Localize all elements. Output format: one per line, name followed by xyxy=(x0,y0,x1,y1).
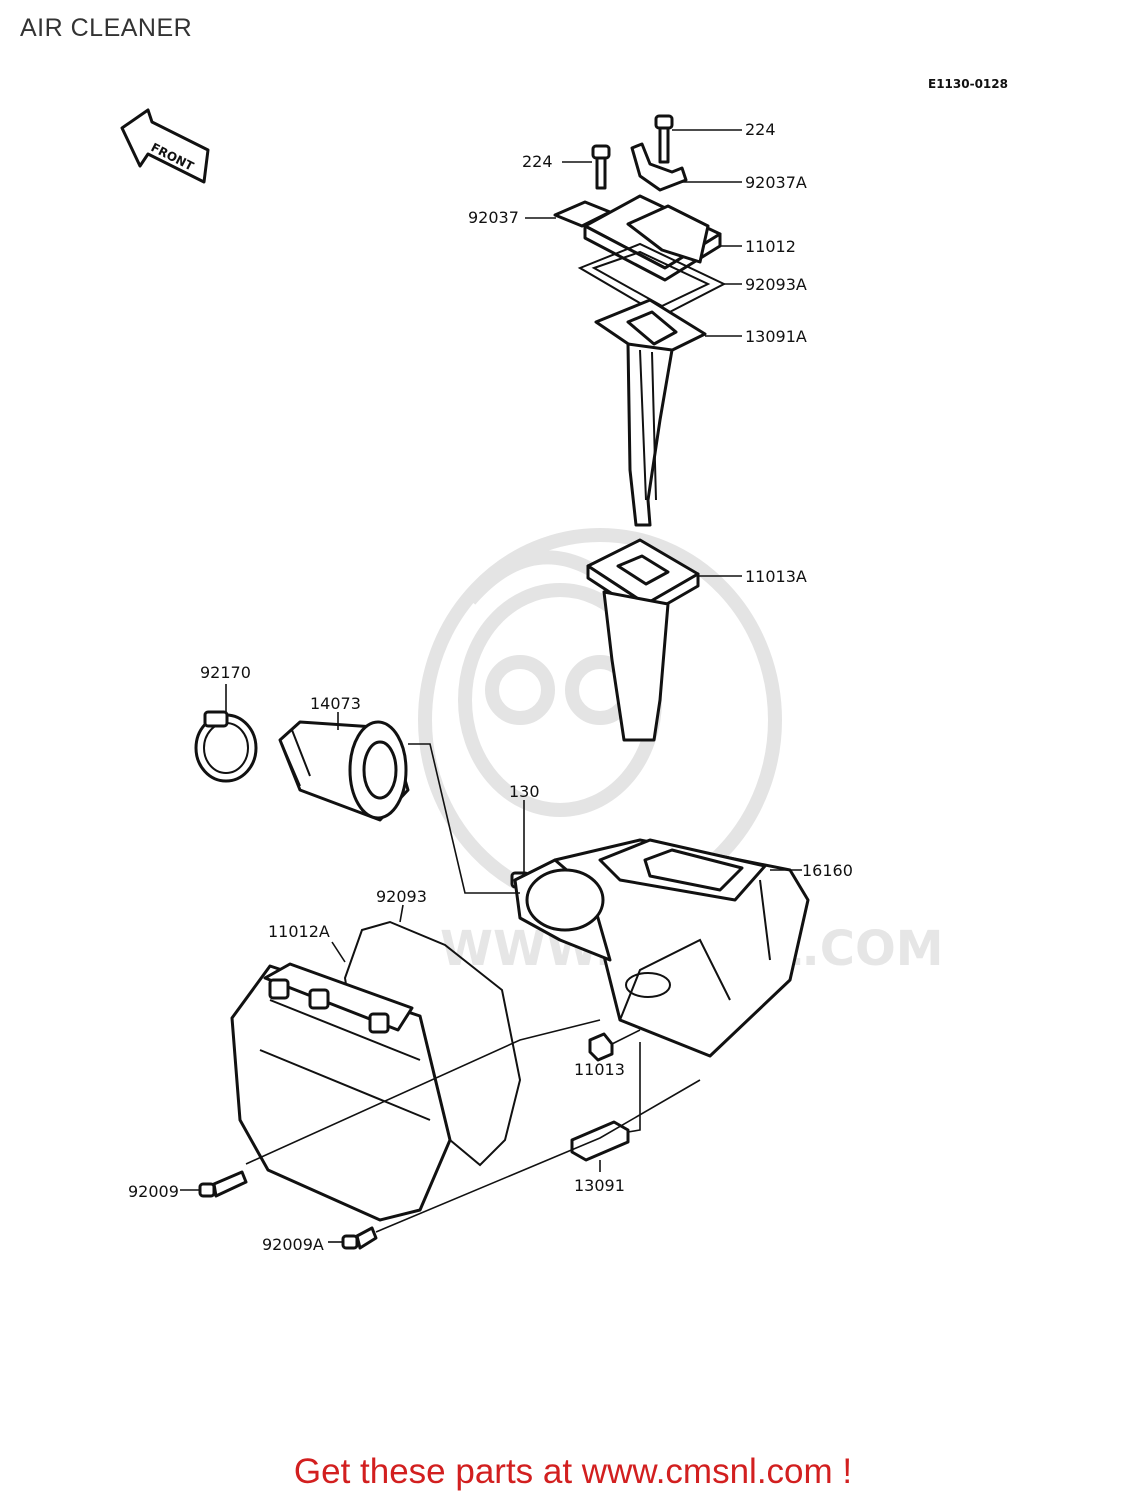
part-label-14073[interactable]: 14073 xyxy=(310,694,361,713)
part-label-92009a[interactable]: 92009A xyxy=(262,1235,324,1254)
intake-duct-11013a-icon xyxy=(586,538,700,742)
part-label-92037[interactable]: 92037 xyxy=(468,208,519,227)
screw-224-top-icon xyxy=(654,114,674,164)
cover-11012a-icon xyxy=(230,962,452,1222)
duct-13091a-icon xyxy=(594,298,707,527)
part-label-92037a[interactable]: 92037A xyxy=(745,173,807,192)
front-direction-arrow: FRONT xyxy=(120,108,210,184)
part-label-13091a[interactable]: 13091A xyxy=(745,327,807,346)
screw-92009a-icon xyxy=(341,1226,378,1250)
part-label-11012[interactable]: 11012 xyxy=(745,237,796,256)
part-label-92093[interactable]: 92093 xyxy=(376,887,427,906)
footer-link[interactable]: Get these parts at www.cmsnl.com ! xyxy=(293,1452,853,1491)
part-label-224-top[interactable]: 224 xyxy=(745,120,776,139)
part-label-11012a[interactable]: 11012A xyxy=(268,922,330,941)
air-box-16160-icon xyxy=(513,838,810,1058)
boot-14073-icon xyxy=(278,720,410,822)
part-label-16160[interactable]: 16160 xyxy=(802,861,853,880)
part-label-92093a[interactable]: 92093A xyxy=(745,275,807,294)
part-label-11013a[interactable]: 11013A xyxy=(745,567,807,586)
page-title: AIR CLEANER xyxy=(20,14,193,42)
part-label-13091[interactable]: 13091 xyxy=(574,1176,625,1195)
part-label-130[interactable]: 130 xyxy=(509,782,540,801)
clamp-92170-icon xyxy=(194,710,258,783)
part-11013-icon xyxy=(588,1032,614,1062)
part-label-92009[interactable]: 92009 xyxy=(128,1182,179,1201)
part-number-labels: 224 224 92037A 92037 11012 92093A 13091A… xyxy=(128,120,853,1254)
diagram-code: E1130-0128 xyxy=(928,77,1008,91)
bracket-92037a-icon xyxy=(630,142,688,192)
leader-lines xyxy=(180,129,802,1243)
screw-92009-icon xyxy=(198,1170,248,1198)
part-label-92170[interactable]: 92170 xyxy=(200,663,251,682)
part-13091-icon xyxy=(570,1120,630,1162)
part-label-224-left[interactable]: 224 xyxy=(522,152,553,171)
screw-224-left-icon xyxy=(591,144,611,190)
part-label-11013[interactable]: 11013 xyxy=(574,1060,625,1079)
